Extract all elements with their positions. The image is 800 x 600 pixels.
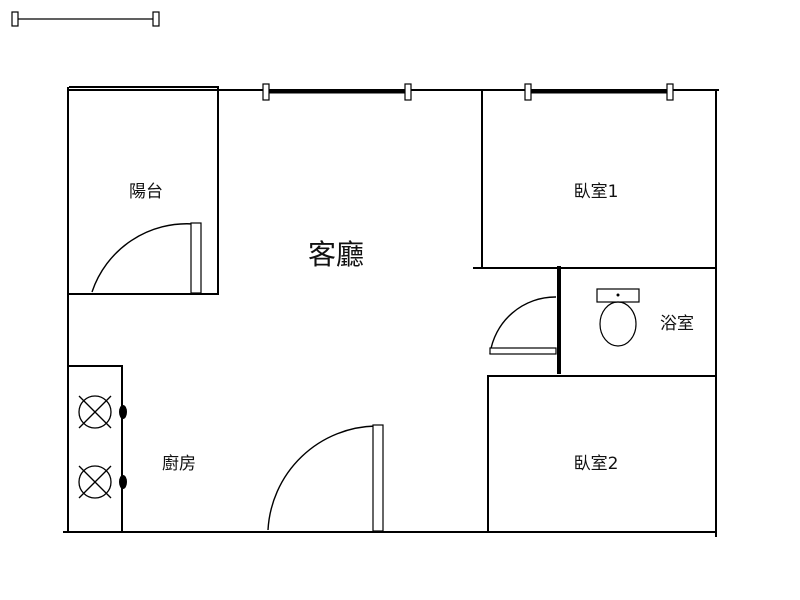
toilet-icon [596, 288, 640, 347]
bathroom-room [489, 266, 640, 374]
window-living [262, 83, 412, 101]
burner-bottom [78, 465, 112, 499]
bedroom2-room [487, 375, 717, 533]
burner-top [78, 395, 112, 429]
label-bedroom2: 臥室2 [574, 454, 619, 474]
scale-bar [11, 11, 160, 27]
label-balcony: 陽台 [129, 182, 163, 202]
label-kitchen: 廚房 [162, 453, 196, 474]
label-living-room: 客廳 [308, 238, 364, 271]
balcony-room [67, 86, 219, 295]
label-bathroom: 浴室 [660, 314, 694, 334]
outer-walls [63, 87, 719, 537]
entrance-door [267, 424, 384, 532]
bedroom1-room [473, 89, 717, 269]
stove-icon [67, 365, 127, 533]
label-bedroom1: 臥室1 [574, 182, 619, 202]
window-bedroom1 [524, 83, 674, 101]
